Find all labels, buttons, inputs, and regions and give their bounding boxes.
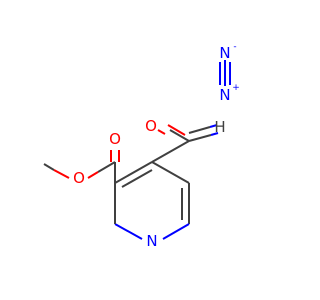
ketone-bond <box>169 129 190 142</box>
ester-carbonyl-oxygen-label: O <box>109 130 121 148</box>
diazo-carbon-bond <box>209 124 218 128</box>
ring-bond <box>121 169 153 188</box>
methoxy-oxygen-label: O <box>73 169 85 187</box>
diazo-ch-hydrogen-label: H <box>214 118 225 136</box>
diazo-central-nitrogen-label: N <box>219 86 230 104</box>
atom-labels: N O O O N - N + H <box>73 42 240 250</box>
ring-bond <box>114 223 143 240</box>
methoxy-bond <box>53 169 70 179</box>
pyridine-nitrogen-label: N <box>146 232 157 250</box>
ketone-oxygen-label: O <box>145 117 157 135</box>
pyridine-ring <box>114 161 190 240</box>
methoxy-bond <box>43 163 55 171</box>
ketone-bond <box>157 129 166 135</box>
diazo-carbon-bond <box>188 134 212 142</box>
ring-bond <box>162 223 190 240</box>
ketone-bond <box>151 140 190 163</box>
ring-bond <box>151 161 190 184</box>
diazo-carbon-bond <box>188 126 211 134</box>
diazoketone-group <box>151 60 231 163</box>
ester-bond <box>87 171 99 179</box>
diazo-carbon-bond <box>210 132 219 136</box>
ring-bond <box>114 161 153 184</box>
structure-canvas: N O O O N - N + H <box>43 42 240 250</box>
negative-charge-label: - <box>233 42 236 52</box>
ester-group <box>43 150 120 183</box>
diazo-terminal-nitrogen-label: N <box>219 44 230 62</box>
ketone-bond <box>167 124 186 136</box>
positive-charge-label: + <box>232 83 240 93</box>
molecule-drawing: N O O O N - N + H <box>43 42 240 250</box>
ester-bond <box>97 161 116 173</box>
